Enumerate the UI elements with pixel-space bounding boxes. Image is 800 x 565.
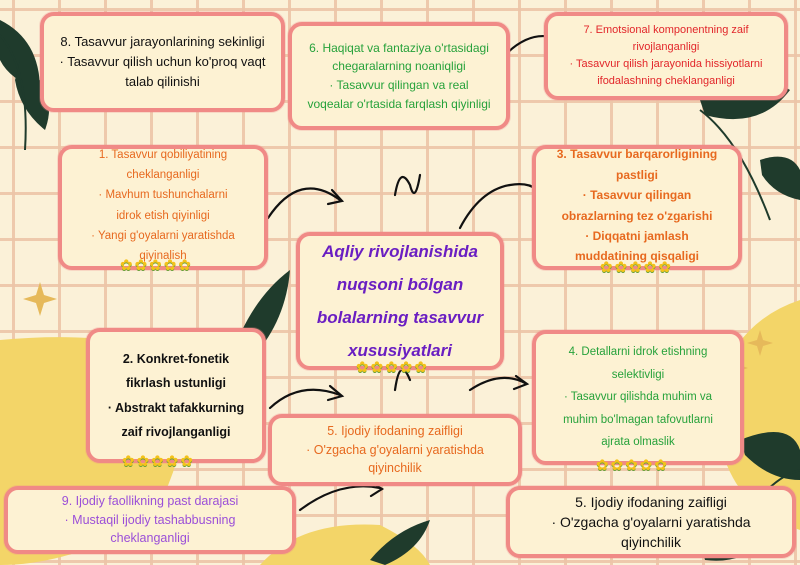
box-5-creative-expression-duplicate: 5. Ijodiy ifodaning zaifligi · O'zgacha … — [506, 486, 796, 558]
box-6-reality-fantasy: 6. Haqiqat va fantaziya o'rtasidagi cheg… — [288, 22, 510, 130]
box-7-line: rivojlanganligi — [632, 40, 700, 53]
flower-icon: ✿ — [654, 457, 667, 474]
flower-row-3: ✿✿✿✿✿ — [600, 258, 671, 276]
box-5-heading: 5. Ijodiy ifodaning zaifligi — [327, 423, 463, 438]
box-5-line: · O'zgacha g'oyalarni yaratishda — [306, 442, 484, 457]
flower-row-1: ✿✿✿✿✿ — [120, 256, 191, 274]
box-9-heading: 9. Ijodiy faollikning past darajasi — [61, 493, 239, 508]
box-2-line: zaif rivojlanganligi — [121, 424, 231, 439]
box-5b-line: · O'zgacha g'oyalarni yaratishda — [551, 513, 751, 530]
flower-icon: ✿ — [385, 359, 398, 376]
center-title-line: nuqsoni bõlgan — [336, 274, 464, 294]
flower-icon: ✿ — [180, 453, 193, 470]
box-5-line: qiyinchilik — [368, 461, 422, 476]
center-title-line: xususiyatlari — [348, 341, 452, 361]
box-3-line: obrazlarning tez o'zgarishi — [561, 208, 713, 223]
flower-icon: ✿ — [399, 359, 413, 376]
box-3-heading: 3. Tasavvur barqarorligining — [556, 147, 718, 162]
box-6-heading: 6. Haqiqat va fantaziya o'rtasidagi — [309, 40, 489, 55]
box-3-line: pastligi — [615, 167, 658, 182]
box-5b-line: qiyinchilik — [621, 534, 681, 551]
box-9-creative-activity: 9. Ijodiy faollikning past darajasi · Mu… — [4, 486, 296, 554]
box-8-slowness: 8. Tasavvur jarayonlarining sekinligi · … — [40, 12, 285, 112]
box-5b-heading: 5. Ijodiy ifodaning zaifligi — [575, 493, 727, 510]
flower-icon: ✿ — [163, 257, 177, 274]
box-2-line: fikrlash ustunligi — [125, 376, 226, 391]
flower-icon: ✿ — [165, 453, 179, 470]
center-title-line: Aqliy rivojlanishida — [322, 241, 478, 261]
box-1-line: cheklanganligi — [126, 169, 200, 182]
box-2-concrete-thinking: 2. Konkret-fonetik fikrlash ustunligi · … — [86, 328, 266, 463]
box-1-line: qiyinalish — [139, 249, 187, 262]
box-4-line: ajrata olmaslik — [601, 436, 675, 449]
flower-icon: ✿ — [122, 453, 135, 470]
flower-icon: ✿ — [370, 359, 384, 376]
flower-row-2: ✿✿✿✿✿ — [122, 452, 193, 470]
flower-icon: ✿ — [149, 257, 162, 274]
flower-icon: ✿ — [643, 259, 657, 276]
box-1-line: · Mavhum tushunchalarni — [98, 189, 228, 202]
box-4-line: · Tasavvur qilishda muhim va — [563, 391, 713, 404]
flower-icon: ✿ — [356, 359, 369, 376]
flower-icon: ✿ — [639, 457, 653, 474]
flower-icon: ✿ — [596, 457, 609, 474]
center-title-line: bolalarning tasavvur — [316, 308, 484, 327]
box-7-line: ifodalashning cheklanganligi — [597, 75, 735, 88]
box-7-emotional: 7. Emotsional komponentning zaif rivojla… — [544, 12, 788, 100]
box-6-line: voqealar o'rtasida farqlash qiyinligi — [307, 96, 491, 111]
box-4-heading: 4. Detallarni idrok etishning — [568, 346, 708, 359]
flower-row-4: ✿✿✿✿✿ — [596, 456, 667, 474]
box-1-limited-imagination: 1. Tasavvur qobiliyatining cheklanganlig… — [58, 145, 268, 270]
flower-icon: ✿ — [658, 259, 671, 276]
box-3-line: · Diqqatni jamlash — [585, 228, 689, 243]
box-5-creative-expression: 5. Ijodiy ifodaning zaifligi · O'zgacha … — [268, 414, 522, 486]
box-8-text: 8. Tasavvur jarayonlarining sekinligi · … — [59, 32, 265, 92]
box-4-line: selektivligi — [611, 368, 665, 381]
flower-icon: ✿ — [151, 453, 164, 470]
box-7-heading: 7. Emotsional komponentning zaif — [583, 23, 749, 36]
box-7-line: · Tasavvur qilish jarayonida hissiyotlar… — [569, 58, 763, 70]
flower-icon: ✿ — [134, 257, 148, 274]
box-2-heading: 2. Konkret-fonetik — [122, 351, 230, 366]
box-8-line: talab qilinishi — [125, 74, 200, 90]
box-3-line: · Tasavvur qilingan — [582, 188, 692, 203]
box-1-line: idrok etish qiyinligi — [116, 209, 210, 222]
box-4-line: muhim bo'lmagan tafovutlarni — [563, 413, 713, 426]
box-3-stability: 3. Tasavvur barqarorligining pastligi · … — [532, 145, 742, 270]
flower-row-center: ✿✿✿✿✿ — [356, 358, 427, 376]
box-8-heading: 8. Tasavvur jarayonlarining sekinligi — [60, 33, 265, 49]
flower-icon: ✿ — [120, 257, 133, 274]
box-3-line: muddatining qisqaligi — [575, 249, 699, 264]
box-1-heading: 1. Tasavvur qobiliyatining — [98, 149, 228, 162]
flower-icon: ✿ — [178, 257, 191, 274]
box-1-line: · Yangi g'oyalarni yaratishda — [91, 229, 235, 242]
box-6-line: · Tasavvur qilingan va real — [329, 78, 469, 92]
box-2-line: · Abstrakt tafakkurning — [107, 400, 245, 415]
box-4-detail-perception: 4. Detallarni idrok etishning selektivli… — [532, 330, 744, 465]
flower-icon: ✿ — [614, 259, 628, 276]
flower-icon: ✿ — [136, 453, 150, 470]
flower-icon: ✿ — [610, 457, 624, 474]
box-6-line: chegaralarning noaniqligi — [332, 59, 466, 74]
flower-icon: ✿ — [414, 359, 427, 376]
center-title-box: Aqliy rivojlanishida nuqsoni bõlgan bola… — [296, 232, 504, 370]
box-8-line: · Tasavvur qilish uchun ko'proq vaqt — [59, 53, 266, 69]
flower-icon: ✿ — [629, 259, 642, 276]
box-9-line: · Mustaqil ijodiy tashabbusning — [64, 512, 236, 527]
flower-icon: ✿ — [625, 457, 638, 474]
box-9-line: cheklanganligi — [110, 531, 190, 546]
flower-icon: ✿ — [600, 259, 613, 276]
